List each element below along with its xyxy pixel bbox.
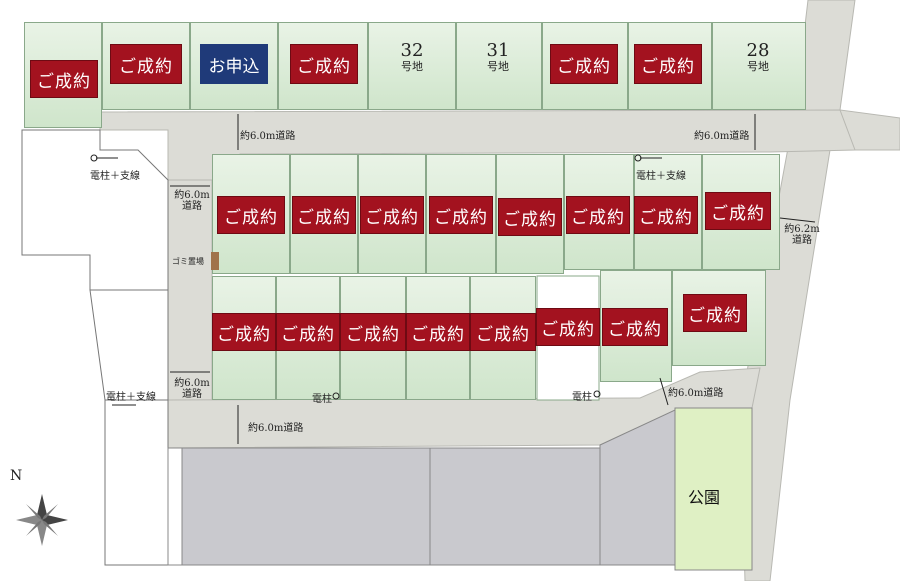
garbage-box <box>211 252 219 270</box>
lot-32[interactable] <box>368 22 456 110</box>
sold-badge: ご成約 <box>634 44 702 84</box>
compass-north-label: N <box>10 468 23 484</box>
sold-badge: ご成約 <box>212 313 276 351</box>
pole-label: 電柱 <box>572 392 592 403</box>
sold-badge: ご成約 <box>683 294 747 332</box>
pole-stay-label: 電柱＋支線 <box>636 171 686 182</box>
sold-badge: ご成約 <box>550 44 618 84</box>
lot-31[interactable] <box>456 22 542 110</box>
sold-badge: ご成約 <box>292 196 356 234</box>
sold-badge: ご成約 <box>406 313 470 351</box>
road-label: 約6.0m 道路 <box>172 378 212 400</box>
sold-badge: ご成約 <box>566 196 630 234</box>
road-label: 約6.0m道路 <box>694 131 750 142</box>
lot-number: 28 <box>746 40 770 61</box>
road-word: 道路 <box>792 235 812 246</box>
park <box>674 407 753 571</box>
pole-label: 電柱 <box>312 394 332 405</box>
sold-badge: ご成約 <box>602 308 668 346</box>
sold-badge: ご成約 <box>536 308 600 346</box>
sold-badge: ご成約 <box>470 313 536 351</box>
parcel-west-2 <box>89 289 169 401</box>
sold-badge: ご成約 <box>360 196 424 234</box>
road-label: 約6.2m 道路 <box>782 224 822 246</box>
road-word: 道路 <box>182 201 202 212</box>
sold-badge: ご成約 <box>110 44 182 84</box>
pole-stay-label: 電柱＋支線 <box>106 392 156 403</box>
sold-badge: ご成約 <box>30 60 98 98</box>
road-label: 約6.0m道路 <box>668 388 724 399</box>
road-label: 約6.0m道路 <box>248 423 304 434</box>
lot-low-8[interactable] <box>672 270 766 366</box>
road-width: 約6.0m <box>174 190 210 201</box>
lot-suffix: 号地 <box>747 59 769 73</box>
sold-badge: ご成約 <box>429 196 493 234</box>
sold-badge: ご成約 <box>340 313 406 351</box>
sold-badge: ご成約 <box>634 196 698 234</box>
sold-badge: ご成約 <box>705 192 771 230</box>
park-label: 公園 <box>688 488 721 507</box>
road-width: 約6.0m <box>174 378 210 389</box>
sold-badge: ご成約 <box>276 313 340 351</box>
parking-1 <box>181 447 431 566</box>
lot-number-28: 28 号地 <box>726 40 790 73</box>
lot-28[interactable] <box>712 22 806 110</box>
sold-badge: ご成約 <box>290 44 358 84</box>
lot-number: 32 <box>400 40 424 61</box>
gap-strip <box>167 447 183 566</box>
parcel-west-3 <box>104 399 169 566</box>
sold-badge: ご成約 <box>217 196 285 234</box>
lot-number-32: 32 号地 <box>380 40 444 73</box>
lot-suffix: 号地 <box>487 59 509 73</box>
lot-suffix: 号地 <box>401 59 423 73</box>
lot-number: 31 <box>486 40 510 61</box>
parcel-west-1 <box>21 129 169 291</box>
garbage-label: ゴミ置場 <box>172 257 204 266</box>
road-label: 約6.0m道路 <box>240 131 296 142</box>
pole-stay-label: 電柱＋支線 <box>90 171 140 182</box>
road-label: 約6.0m 道路 <box>172 190 212 212</box>
lot-number-31: 31 号地 <box>466 40 530 73</box>
applied-badge: お申込 <box>200 44 268 84</box>
sold-badge: ご成約 <box>498 198 562 236</box>
road-width: 約6.2m <box>784 224 820 235</box>
road-word: 道路 <box>182 389 202 400</box>
